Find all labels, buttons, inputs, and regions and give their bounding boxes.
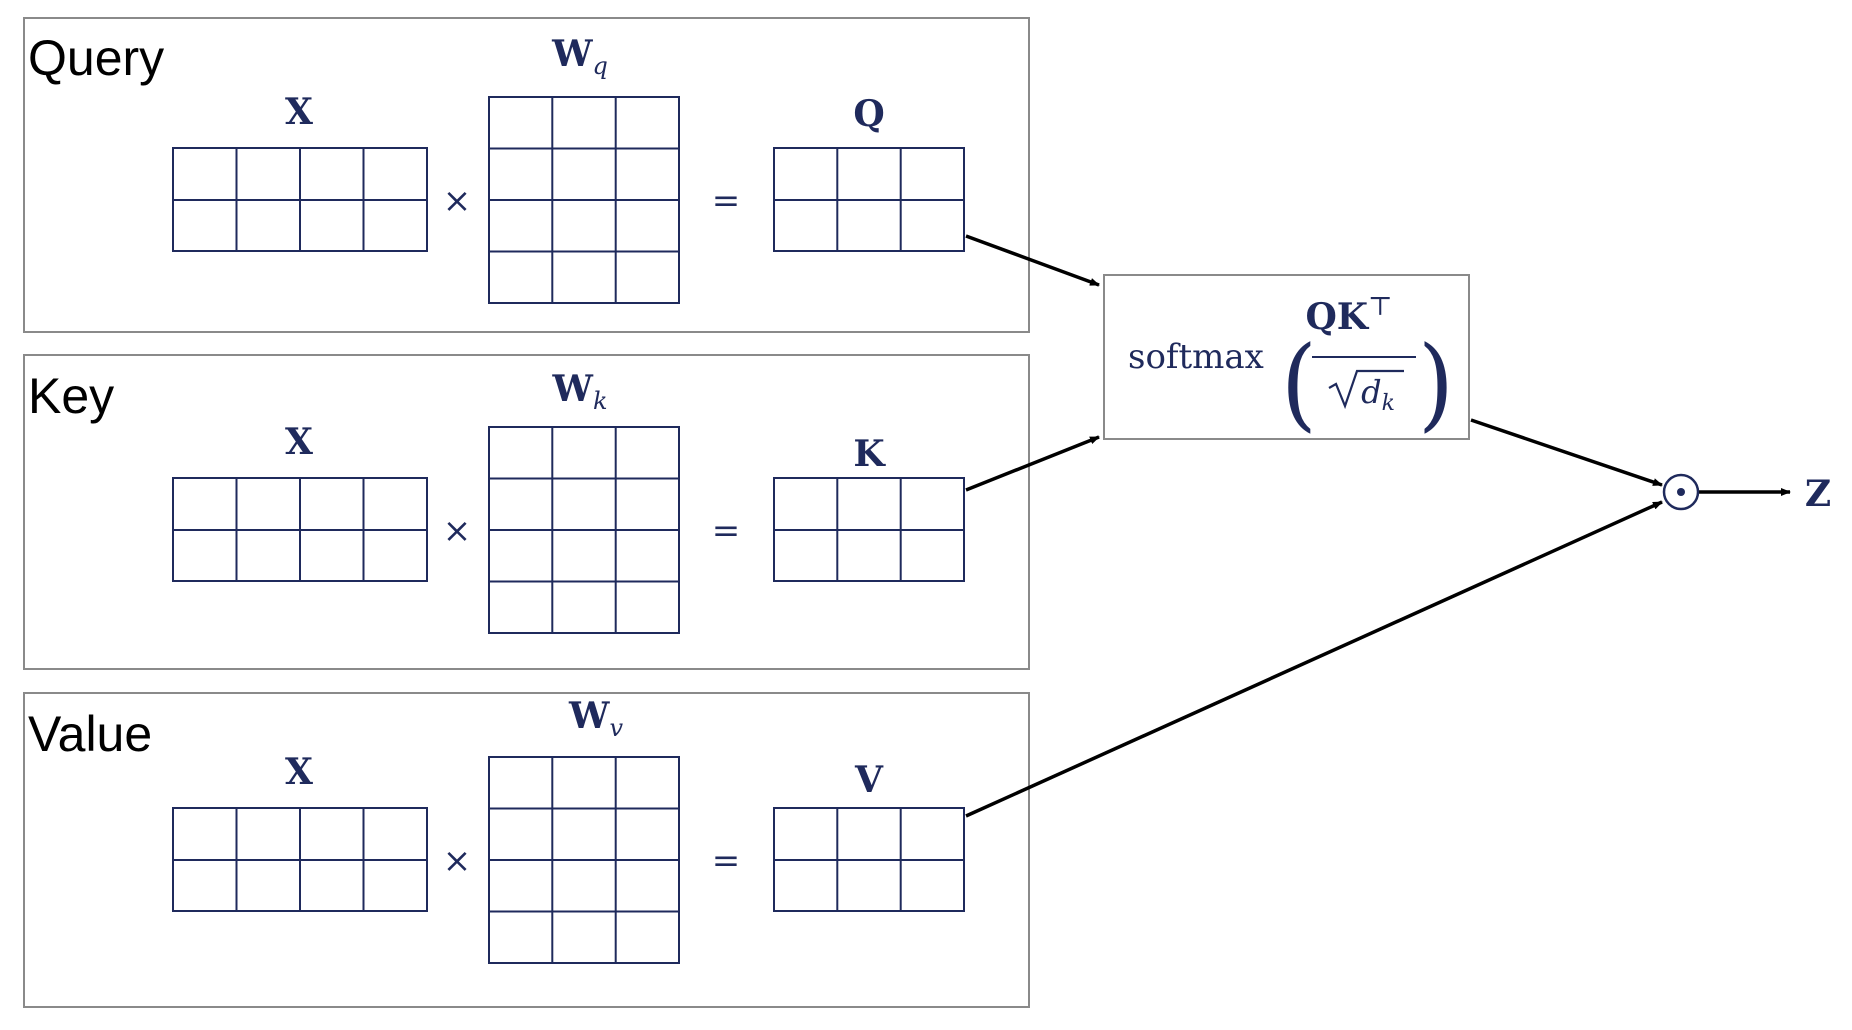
softmax-numerator-qk: QK	[1305, 296, 1369, 338]
softmax-numerator: QK⊤	[1305, 292, 1392, 338]
softmax-function-label: softmax	[1128, 337, 1264, 377]
arrows	[965, 234, 1791, 818]
arrow-softmax-to-hadamard	[1470, 418, 1663, 487]
key-weight-subscript: k	[593, 387, 608, 415]
softmax-numerator-transpose: ⊤	[1368, 292, 1392, 322]
query-weight-matrix	[488, 96, 680, 304]
key-output-label: K	[853, 433, 886, 475]
hadamard-operator	[1662, 473, 1700, 511]
value-equals-operator: =	[712, 841, 741, 881]
key-input-matrix	[172, 477, 428, 582]
query-output-matrix	[773, 147, 965, 252]
value-weight-label: Wv	[568, 695, 623, 742]
value-panel-border	[23, 692, 1030, 1008]
key-input-label: X	[285, 421, 313, 463]
key-times-operator: ×	[443, 511, 472, 551]
query-input-matrix	[172, 147, 428, 252]
value-panel: Value X × Wv = V	[23, 692, 1030, 1008]
hadamard-dot	[1677, 488, 1685, 496]
query-equals-operator: =	[712, 181, 741, 221]
softmax-denominator: dk	[1361, 373, 1395, 416]
softmax-sqrt-radical	[1328, 369, 1404, 410]
softmax-denominator-subscript: k	[1382, 391, 1395, 416]
value-weight-matrix	[488, 756, 680, 964]
query-panel: Query X × Wq = Q	[23, 17, 1030, 333]
value-panel-title: Value	[28, 706, 152, 762]
query-input-label: X	[285, 91, 313, 133]
value-times-operator: ×	[443, 841, 472, 881]
softmax-denominator-d: d	[1361, 373, 1381, 411]
value-weight-symbol: W	[568, 695, 610, 737]
key-panel-title: Key	[28, 368, 114, 424]
key-weight-matrix	[488, 426, 680, 634]
softmax-left-paren: (	[1281, 324, 1317, 442]
query-times-operator: ×	[443, 181, 472, 221]
arrow-q-to-softmax	[965, 234, 1100, 287]
arrow-k-to-softmax	[965, 435, 1100, 492]
key-weight-label: Wk	[552, 368, 608, 415]
key-panel-border	[23, 354, 1030, 670]
output-z-label: Z	[1805, 473, 1831, 515]
query-weight-label: Wq	[551, 33, 608, 80]
value-output-matrix	[773, 807, 965, 912]
query-output-label: Q	[853, 93, 884, 135]
query-panel-title: Query	[28, 30, 164, 86]
value-input-label: X	[285, 751, 313, 793]
query-panel-border	[23, 17, 1030, 333]
key-panel: Key X × Wk = K	[23, 354, 1030, 670]
arrow-v-to-hadamard	[965, 500, 1663, 818]
key-equals-operator: =	[712, 511, 741, 551]
value-weight-subscript: v	[609, 714, 623, 742]
query-weight-subscript: q	[593, 52, 608, 80]
key-weight-symbol: W	[552, 368, 594, 410]
query-weight-symbol: W	[551, 33, 593, 75]
value-output-label: V	[854, 759, 884, 801]
key-output-matrix	[773, 477, 965, 582]
value-input-matrix	[172, 807, 428, 912]
softmax-block: softmax ( QK⊤ dk )	[1103, 274, 1470, 442]
softmax-right-paren: )	[1418, 324, 1454, 442]
